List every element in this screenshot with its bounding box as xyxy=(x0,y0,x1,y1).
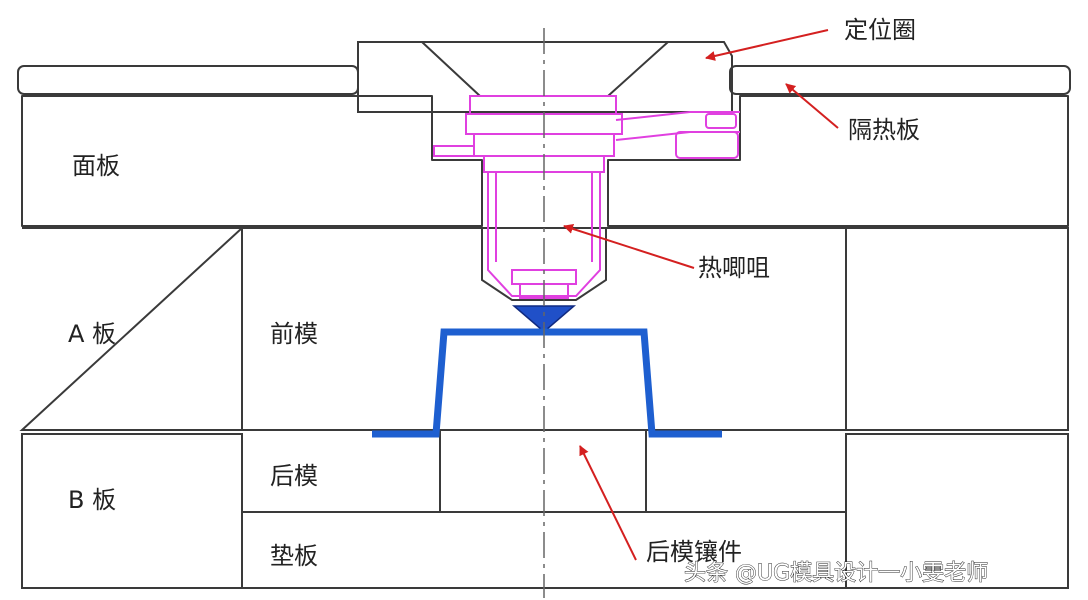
a-plate-label: A 板 xyxy=(68,320,116,348)
cavity-block xyxy=(242,227,847,431)
watermark-text: 头条 @UG模具设计一小雯老师 xyxy=(684,561,988,586)
locating-ring-label: 定位圈 xyxy=(844,16,916,44)
molded-part xyxy=(372,328,722,438)
support-plate xyxy=(241,511,847,589)
cavity-label: 前模 xyxy=(270,320,318,348)
top-clamp-plate-label: 面板 xyxy=(72,152,120,180)
support-plate-label: 垫板 xyxy=(270,542,318,570)
core-insert xyxy=(439,436,647,513)
core-label: 后模 xyxy=(270,462,318,490)
core-insert-label: 后模镶件 xyxy=(646,538,742,566)
locating-ring xyxy=(357,41,733,113)
hot-nozzle xyxy=(433,95,740,299)
insulation-plate-label: 隔热板 xyxy=(848,116,920,144)
leader-arrows xyxy=(563,29,839,561)
top-clamp-plate xyxy=(21,95,1069,227)
hot-nozzle-label: 热唧咀 xyxy=(698,254,770,282)
b-plate-label: B 板 xyxy=(68,486,116,514)
